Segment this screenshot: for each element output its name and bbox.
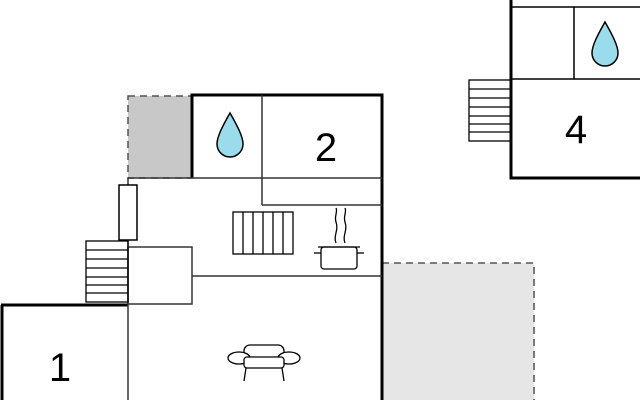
terrace-right xyxy=(381,262,535,400)
room-number-2: 2 xyxy=(315,126,337,170)
room-number-4: 4 xyxy=(565,108,587,152)
sofa-icon xyxy=(227,344,301,382)
entry-block xyxy=(127,246,193,305)
room-number-1: 1 xyxy=(49,346,71,390)
cooking-pot-icon xyxy=(314,207,364,270)
building-main xyxy=(0,93,384,400)
bathroom-drop-icon xyxy=(591,20,619,67)
stairs-icon xyxy=(468,79,512,142)
interior-walls xyxy=(127,95,382,400)
terrace-top-left xyxy=(127,95,193,179)
wall-window xyxy=(118,184,138,241)
stairs-icon xyxy=(85,240,129,303)
radiator-icon xyxy=(232,211,294,255)
building-annex xyxy=(509,0,640,180)
bathroom-drop-icon xyxy=(216,111,244,158)
